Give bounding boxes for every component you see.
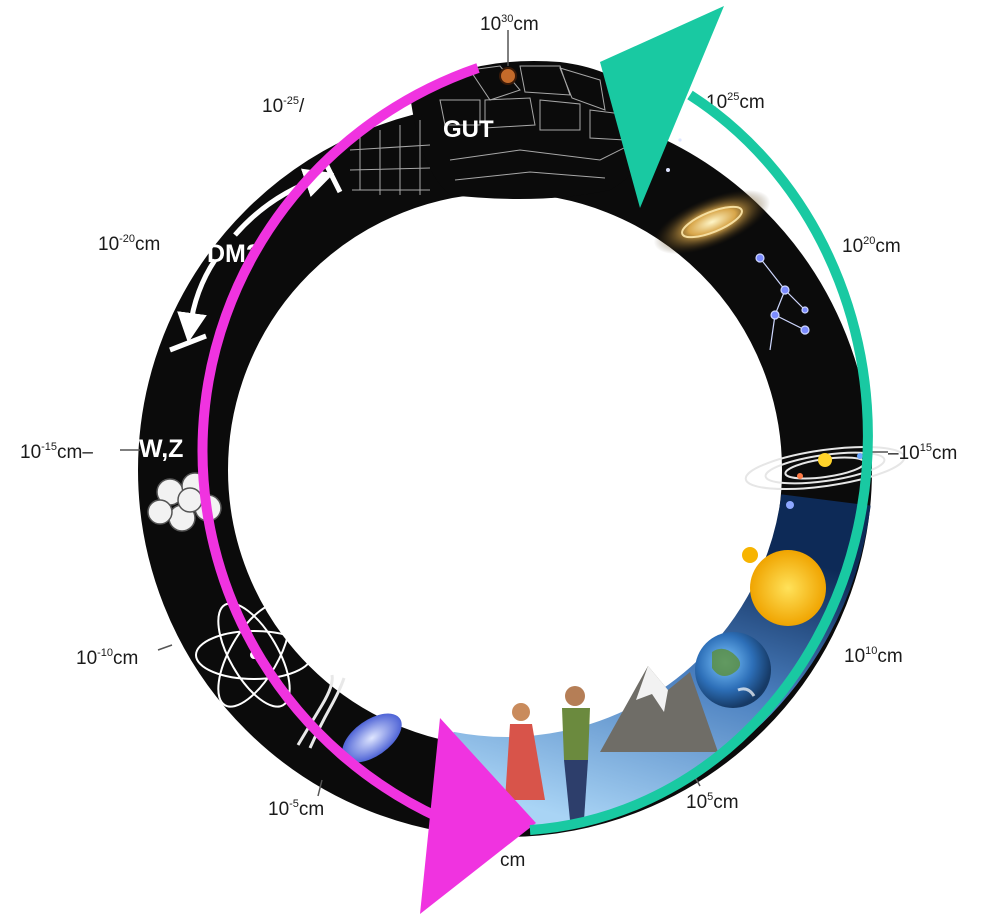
sun-icon <box>742 547 826 626</box>
scale-label-10e10-right: 1010cm <box>844 645 903 667</box>
scale-labels: 1030cm 1025cm 1020cm –1015cm 1010cm 105c… <box>20 13 957 871</box>
snake-eye-icon <box>499 67 517 85</box>
scale-label-10e30: 1030cm <box>480 13 539 35</box>
scale-label-10e20-right: 1020cm <box>842 235 901 257</box>
wz-label: W,Z <box>139 435 183 463</box>
scale-label-10e-15: 10-15cm– <box>20 441 93 463</box>
teal-arrow <box>529 6 873 835</box>
gut-label: GUT <box>443 116 494 143</box>
scale-label-10e5-right: 105cm <box>686 791 739 813</box>
scale-label-10e-10: 10-10cm <box>76 647 138 669</box>
people-icon <box>505 686 590 820</box>
scale-ticks <box>120 449 888 797</box>
mountain-icon <box>600 666 718 752</box>
galaxy-icon <box>653 189 771 255</box>
scale-label-10e-20: 10-20cm <box>98 233 160 255</box>
scale-label-10e-5: 10-5cm <box>268 798 324 820</box>
earth-icon <box>695 632 771 708</box>
scale-label-10e15-right: –1015cm <box>888 442 957 464</box>
scale-label-10e-25: 10-25/ <box>262 95 305 117</box>
magenta-arrow <box>197 63 536 914</box>
constellation-icon <box>755 253 810 351</box>
bacterium-icon <box>342 713 402 763</box>
scale-label-bottom: cm <box>500 850 525 871</box>
